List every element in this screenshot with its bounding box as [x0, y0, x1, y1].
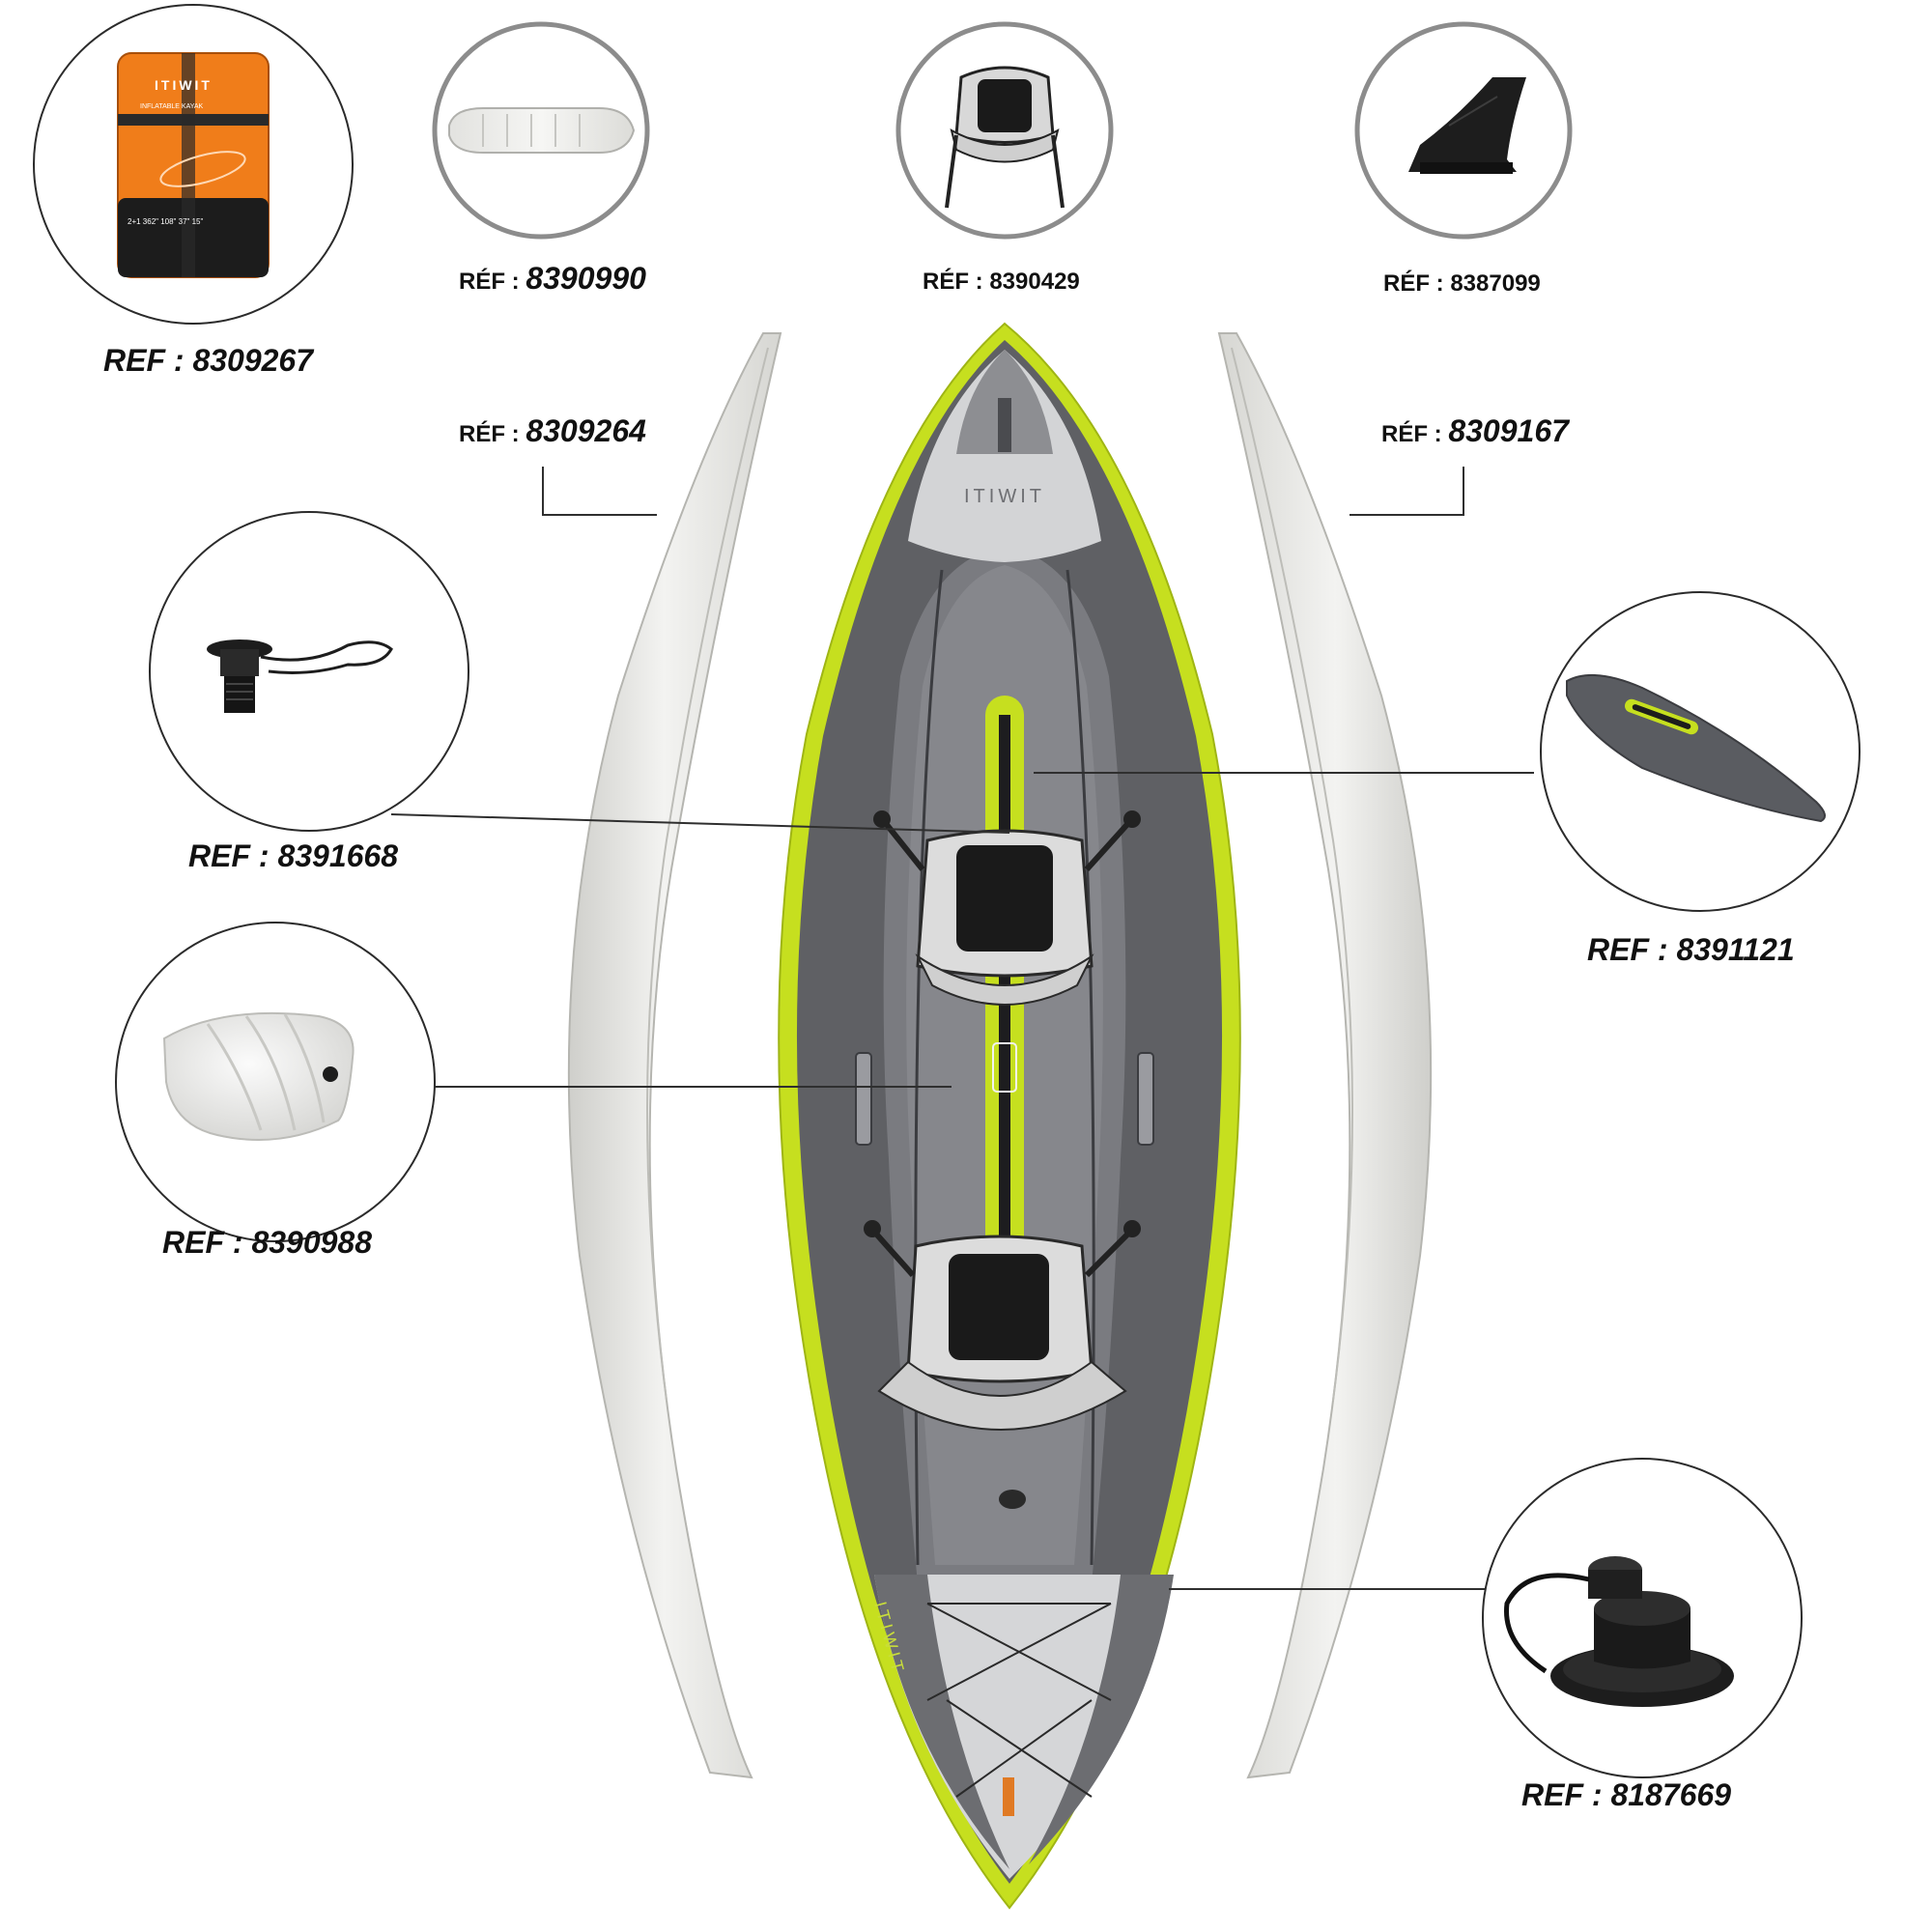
ref-left-tube-prefix: RÉF :: [459, 421, 526, 447]
floor-circle: [432, 21, 650, 240]
ref-left-tube-number: 8309264: [526, 413, 646, 448]
bag-brand: ITIWIT: [155, 77, 213, 93]
ref-floor-number: 8390990: [526, 261, 646, 296]
bag-subtitle: INFLATABLE KAYAK: [140, 103, 204, 110]
ref-fin-label: RÉF : 8387099: [1383, 270, 1541, 297]
fin-circle: [1354, 21, 1573, 240]
ref-left-tube-label: RÉF : 8309264: [459, 413, 646, 449]
ref-bag-label: REF : 8309267: [103, 343, 314, 378]
ref-cushion-label: REF : 8390988: [162, 1225, 373, 1260]
valve-circle: [149, 511, 469, 832]
ref-floor-prefix: RÉF :: [459, 269, 526, 295]
right-side-tube: [1217, 332, 1433, 1779]
right-tube-bracket: [1350, 467, 1464, 516]
cover-circle: [1540, 591, 1861, 912]
ref-right-tube-prefix: RÉF :: [1381, 421, 1449, 447]
ref-drain-label: REF : 8187669: [1521, 1777, 1732, 1812]
ref-floor-label: RÉF : 8390990: [459, 261, 646, 297]
ref-cover-label: REF : 8391121: [1587, 932, 1795, 967]
left-side-tube: [567, 332, 782, 1779]
seat-circle: [895, 21, 1114, 240]
ref-valve-label: REF : 8391668: [188, 838, 399, 873]
bag-specs: 2+1 362" 108" 37" 15": [128, 217, 203, 226]
left-tube-bracket: [542, 467, 657, 516]
bow-brand-text: ITIWIT: [964, 486, 1045, 507]
valve-leader: [390, 813, 1010, 834]
kayak-hull: ITIWIT: [778, 322, 1241, 1910]
rear-seat: [864, 1220, 1141, 1431]
ref-seat-label: RÉF : 8390429: [923, 269, 1080, 295]
connector-lines: [390, 467, 1534, 1590]
ref-right-tube-label: RÉF : 8309167: [1381, 413, 1569, 449]
bag-circle: ITIWIT INFLATABLE KAYAK 2+1 362" 108" 37…: [33, 4, 354, 325]
ref-right-tube-number: 8309167: [1448, 413, 1569, 448]
drain-circle: [1482, 1458, 1803, 1778]
cushion-circle: [115, 922, 436, 1242]
